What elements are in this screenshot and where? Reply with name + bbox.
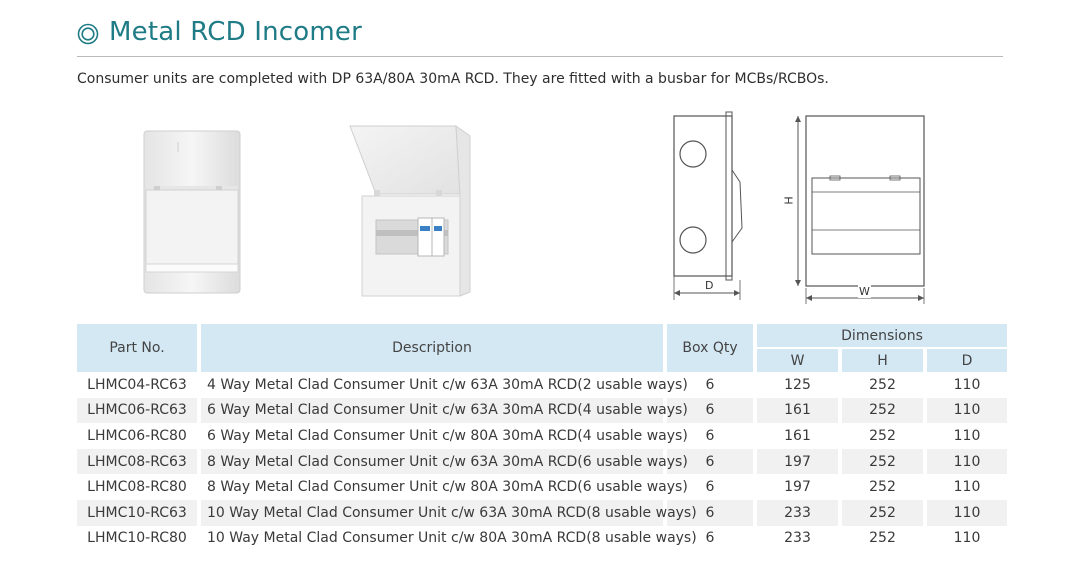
width-cell: 197 — [784, 479, 811, 496]
height-cell: 252 — [842, 499, 923, 526]
part-number-cell: LHMC10-RC63 — [77, 499, 197, 526]
depth-cell: 110 — [927, 448, 1008, 475]
part-number-cell: LHMC06-RC80 — [87, 427, 187, 444]
table-row: LHMC08-RC80 8 Way Metal Clad Consumer Un… — [77, 474, 1007, 500]
table-row: LHMC06-RC80 6 Way Metal Clad Consumer Un… — [77, 423, 1007, 449]
header-dimensions: Dimensions — [757, 324, 1008, 349]
box-qty-cell: 6 — [705, 479, 715, 496]
description-cell: 4 Way Metal Clad Consumer Unit c/w 63A 3… — [207, 376, 688, 393]
table-row: LHMC04-RC63 4 Way Metal Clad Consumer Un… — [77, 372, 1007, 398]
height-cell: 252 — [869, 530, 896, 547]
height-cell: 252 — [842, 448, 923, 475]
depth-cell: 110 — [953, 530, 981, 547]
width-cell: 197 — [757, 448, 838, 475]
box-qty-cell: 6 — [705, 427, 715, 444]
width-cell: 233 — [784, 530, 811, 547]
width-cell: 233 — [757, 499, 838, 526]
box-qty-cell: 6 — [667, 499, 753, 526]
table-row: LHMC06-RC63 6 Way Metal Clad Consumer Un… — [77, 397, 1008, 424]
part-number-cell: LHMC06-RC63 — [77, 397, 197, 424]
description-cell: 8 Way Metal Clad Consumer Unit c/w 63A 3… — [201, 448, 688, 475]
width-label: W — [858, 285, 871, 298]
description-cell: 10 Way Metal Clad Consumer Unit c/w 63A … — [201, 499, 697, 526]
depth-cell: 110 — [953, 427, 981, 444]
header-description: Description — [201, 324, 663, 372]
description-cell: 6 Way Metal Clad Consumer Unit c/w 80A 3… — [207, 427, 688, 444]
spec-table: Part No. Description Box Qty Dimensions … — [73, 324, 1011, 551]
description-cell: 8 Way Metal Clad Consumer Unit c/w 80A 3… — [207, 479, 688, 496]
width-cell: 161 — [784, 427, 811, 444]
box-qty-cell: 6 — [667, 448, 753, 475]
description-cell: 6 Way Metal Clad Consumer Unit c/w 63A 3… — [201, 397, 688, 424]
table-row: LHMC08-RC63 8 Way Metal Clad Consumer Un… — [77, 448, 1008, 475]
page-title: Metal RCD Incomer — [109, 17, 363, 47]
header-h: H — [842, 349, 923, 372]
side-view-drawing: D — [668, 110, 752, 300]
table-row: LHMC10-RC63 10 Way Metal Clad Consumer U… — [77, 499, 1008, 526]
intro-text: Consumer units are completed with DP 63A… — [77, 71, 829, 87]
front-view-drawing: H W — [782, 112, 930, 304]
box-qty-cell: 6 — [705, 376, 715, 393]
height-label: H — [782, 195, 796, 206]
description-cell: 10 Way Metal Clad Consumer Unit c/w 80A … — [207, 530, 697, 547]
height-cell: 252 — [869, 479, 896, 496]
box-qty-cell: 6 — [705, 530, 715, 547]
double-circle-icon — [77, 23, 99, 45]
table-row: LHMC10-RC80 10 Way Metal Clad Consumer U… — [77, 526, 1007, 552]
depth-cell: 110 — [953, 479, 981, 496]
box-qty-cell: 6 — [667, 397, 753, 424]
part-number-cell: LHMC04-RC63 — [87, 376, 187, 393]
height-cell: 252 — [869, 376, 896, 393]
part-number-cell: LHMC10-RC80 — [87, 530, 187, 547]
page-header: Metal RCD Incomer — [77, 14, 1003, 57]
depth-cell: 110 — [927, 397, 1008, 424]
part-number-cell: LHMC08-RC63 — [77, 448, 197, 475]
width-cell: 125 — [784, 376, 811, 393]
height-cell: 252 — [869, 427, 896, 444]
depth-cell: 110 — [927, 499, 1008, 526]
product-photo-open — [346, 122, 476, 300]
part-number-cell: LHMC08-RC80 — [87, 479, 187, 496]
depth-cell: 110 — [953, 376, 981, 393]
header-part-no: Part No. — [77, 324, 197, 372]
depth-label: D — [704, 279, 715, 292]
header-d: D — [927, 349, 1008, 372]
header-w: W — [757, 349, 838, 372]
header-box-qty: Box Qty — [667, 324, 753, 372]
width-cell: 161 — [757, 397, 838, 424]
height-cell: 252 — [842, 397, 923, 424]
product-photo-closed — [140, 128, 244, 296]
